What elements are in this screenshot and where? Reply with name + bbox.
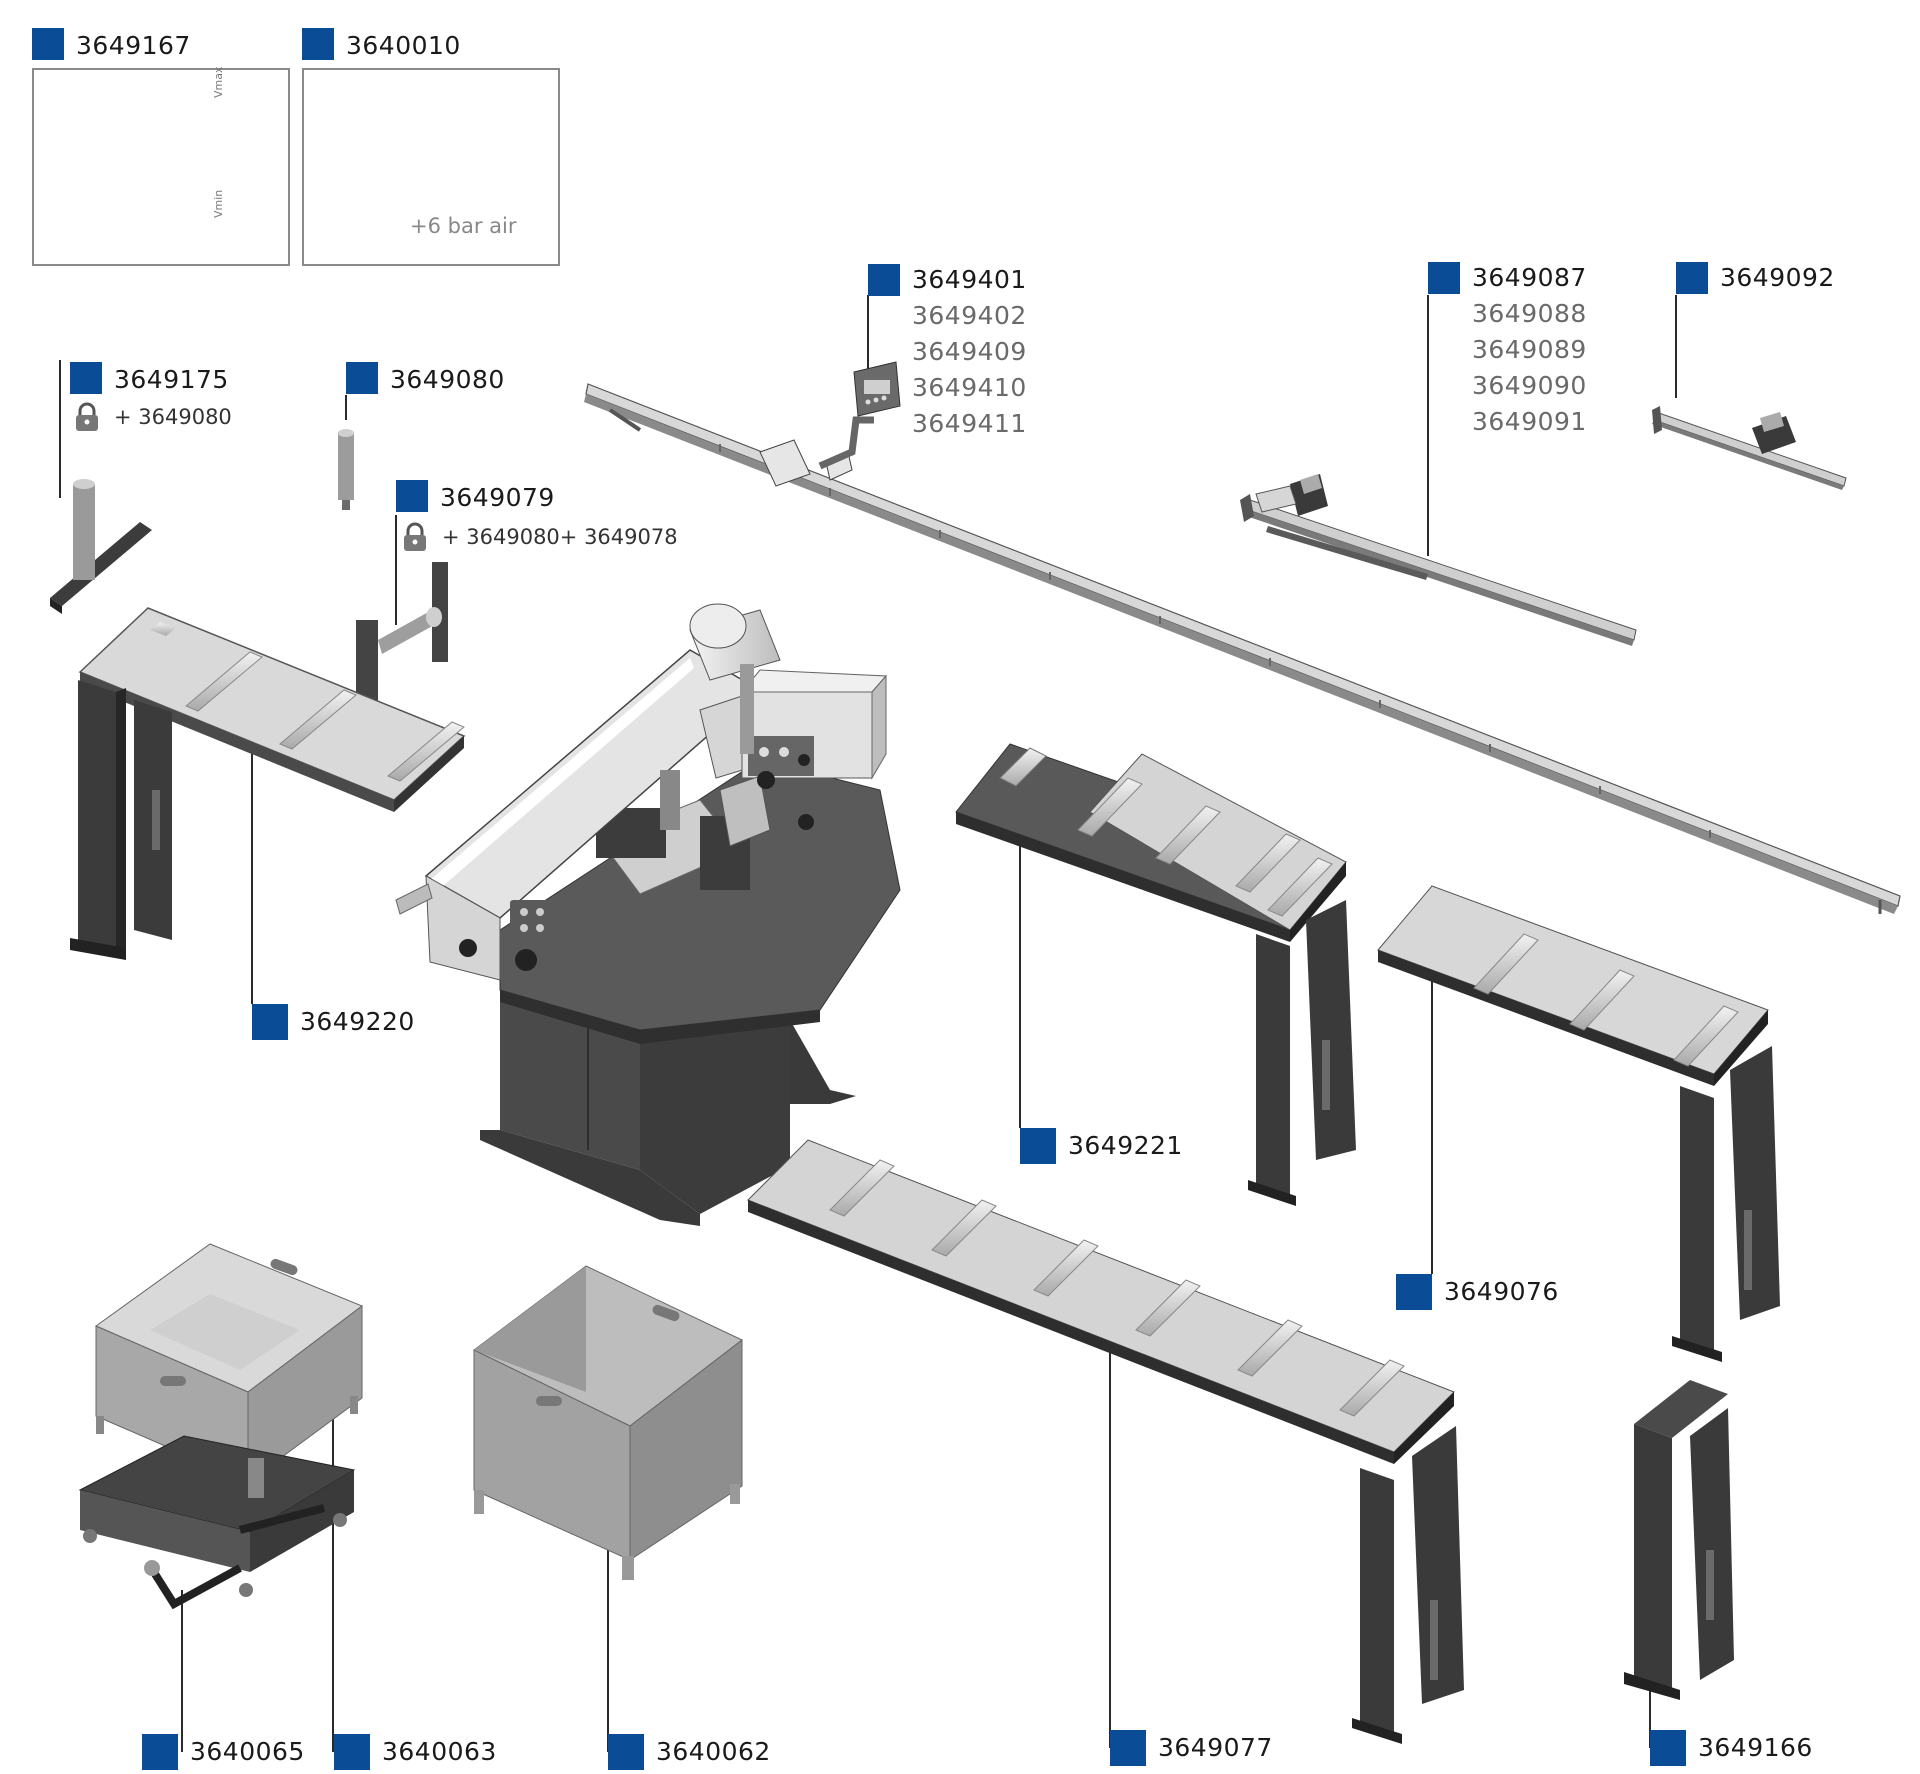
part-sub-3649079: + 3649080+ 3649078 [402, 522, 678, 552]
marker-square [1396, 1274, 1432, 1310]
part-label-3649175: 3649175 [70, 362, 229, 400]
part-number: 3649088 [1472, 299, 1587, 328]
part-number: 3649175 [114, 365, 229, 394]
roller-table-3649077 [747, 1139, 1464, 1744]
marker-square [302, 28, 334, 60]
part-label-3640063: 3640063 [334, 1734, 497, 1772]
part-number: 3649166 [1698, 1733, 1813, 1762]
part-label-3640062: 3640062 [608, 1734, 771, 1772]
part-number: 3649079 [440, 483, 555, 512]
roller-pin-3649080 [338, 429, 354, 510]
part-label-3649079: 3649079 [396, 480, 555, 518]
marker-square [142, 1734, 178, 1770]
part-number: 3649076 [1444, 1277, 1559, 1306]
marker-square [1020, 1128, 1056, 1164]
marker-square [1676, 262, 1708, 294]
inset-box-coolant: +6 bar air [302, 68, 560, 266]
lock-icon [404, 522, 426, 551]
part-number: 3649401 [912, 265, 1027, 294]
support-column-3649175 [50, 479, 152, 614]
marker-square [252, 1004, 288, 1040]
air-pressure-text: +6 bar air [410, 214, 517, 238]
requires-text: + 3649080+ 3649078 [442, 525, 678, 549]
part-number: 3649221 [1068, 1131, 1183, 1160]
part-number-list: 3649087 3649088 3649089 3649090 3649091 [1472, 260, 1587, 440]
chip-container-3640062 [473, 1265, 743, 1580]
marker-square [868, 264, 900, 296]
part-label-3640065: 3640065 [142, 1734, 305, 1772]
part-number: 3640062 [656, 1737, 771, 1766]
roller-table-3649221 [955, 743, 1356, 1206]
part-label-3649092: 3649092 [1676, 260, 1835, 298]
part-number: 3649090 [1472, 371, 1587, 400]
part-number: 3640065 [190, 1737, 305, 1766]
part-number: 3649410 [912, 373, 1027, 402]
part-number: 3649087 [1472, 263, 1587, 292]
chip-tray-cart-3640065 [78, 1435, 356, 1610]
part-label-3649166: 3649166 [1650, 1730, 1813, 1768]
part-number: 3649077 [1158, 1733, 1273, 1762]
part-label-3649167: 3649167 [32, 28, 191, 66]
roller-table-3649220 [70, 607, 466, 960]
requires-text: + 3649080 [114, 405, 232, 429]
marker-square [1650, 1730, 1686, 1766]
measuring-rail-3649401 [584, 361, 1901, 914]
marker-square [70, 362, 102, 394]
part-label-3649076: 3649076 [1396, 1274, 1559, 1312]
part-number: 3649411 [912, 409, 1027, 438]
support-stand-3649166 [1624, 1380, 1734, 1700]
part-number: 3640063 [382, 1737, 497, 1766]
part-label-3649221: 3649221 [1020, 1128, 1183, 1166]
length-stop-3649092 [1652, 406, 1847, 490]
part-number: 3649220 [300, 1007, 415, 1036]
part-label-3649080: 3649080 [346, 362, 505, 400]
band-saw-machine [395, 603, 901, 1226]
part-label-3649087: 3649087 3649088 3649089 3649090 3649091 [1428, 260, 1587, 440]
roller-table-3649076 [1377, 885, 1780, 1362]
part-number: 3649089 [1472, 335, 1587, 364]
inset-box-height-adjust: Vmax Vmin [32, 66, 290, 266]
vmax-label: Vmax [212, 66, 225, 99]
marker-square [334, 1734, 370, 1770]
vmin-label: Vmin [212, 189, 225, 218]
part-number-list: 3649401 3649402 3649409 3649410 3649411 [912, 262, 1027, 442]
part-number: 3649091 [1472, 407, 1587, 436]
part-number: 3649092 [1720, 263, 1835, 292]
part-label-3649220: 3649220 [252, 1004, 415, 1042]
marker-square [32, 28, 64, 60]
marker-square [1110, 1730, 1146, 1766]
part-label-3640010: 3640010 [302, 28, 461, 66]
part-number: 3649080 [390, 365, 505, 394]
part-number: 3649167 [76, 31, 191, 60]
lock-icon [76, 402, 98, 431]
part-sub-3649175: + 3649080 [74, 402, 232, 432]
part-number: 3649409 [912, 337, 1027, 366]
length-stop-3649087 [1240, 474, 1637, 646]
part-label-3649077: 3649077 [1110, 1730, 1273, 1768]
marker-square [396, 480, 428, 512]
marker-square [608, 1734, 644, 1770]
part-number: 3649402 [912, 301, 1027, 330]
part-number: 3640010 [346, 31, 461, 60]
marker-square [1428, 262, 1460, 294]
marker-square [346, 362, 378, 394]
part-label-3649401: 3649401 3649402 3649409 3649410 3649411 [868, 262, 1027, 442]
